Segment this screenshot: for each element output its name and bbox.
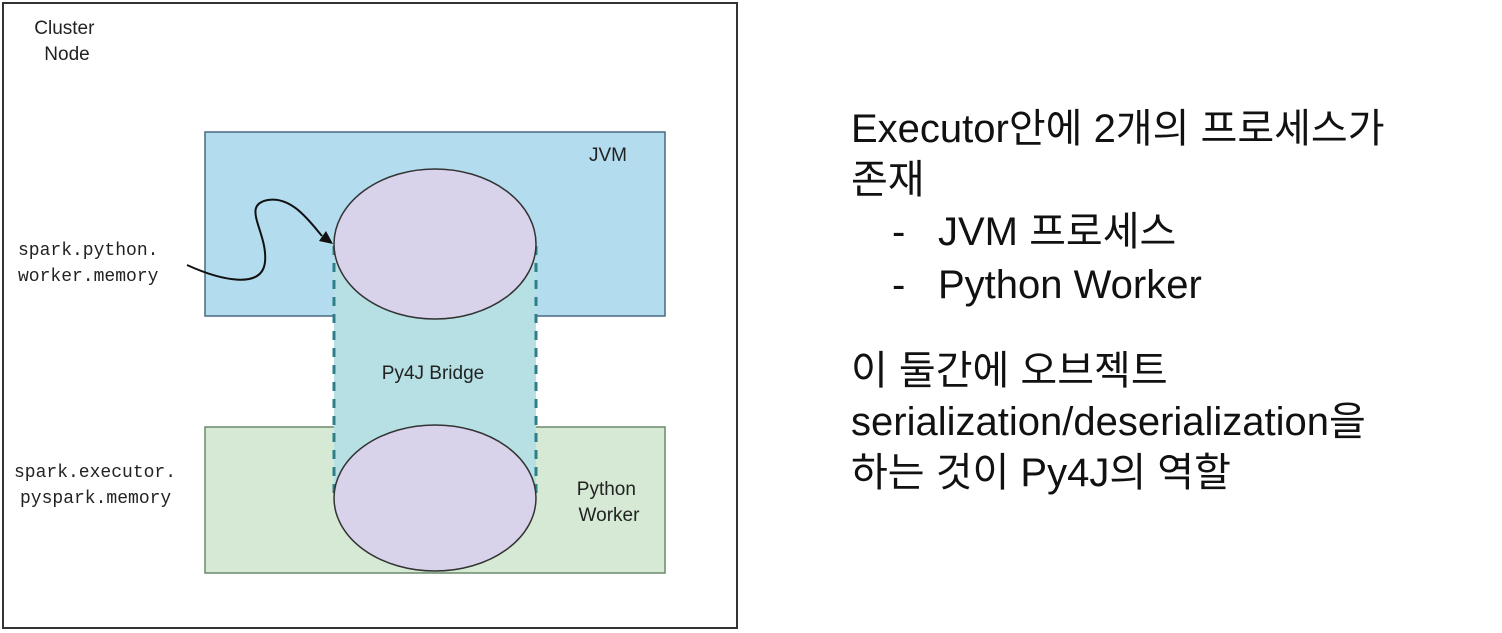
- python-worker-memory-param: spark.python. worker.memory: [18, 241, 169, 287]
- bullet-jvm-process: -JVM 프로세스: [851, 206, 1496, 259]
- python-worker-ellipse: [333, 424, 537, 572]
- py4j-bridge-label: Py4J Bridge: [382, 363, 484, 384]
- note-line-2: 존재: [851, 158, 925, 202]
- cluster-node-label: Cluster Node: [34, 18, 99, 65]
- bullet-marker: -: [892, 210, 906, 254]
- architecture-diagram: Cluster Node JVM Py4J Bridge Python Work…: [2, 2, 738, 629]
- note-line-1: Executor안에 2개의 프로세스가: [851, 107, 1385, 151]
- bullet-text: Python Worker: [938, 263, 1202, 307]
- explanation-text: Executor안에 2개의 프로세스가 존재 -JVM 프로세스 -Pytho…: [851, 104, 1496, 499]
- note-line-3: 이 둘간에 오브젝트: [851, 349, 1168, 393]
- note-line-4: serialization/deserialization을: [851, 400, 1366, 444]
- bullet-marker: -: [892, 263, 906, 307]
- jvm-label: JVM: [589, 145, 627, 166]
- jvm-process-ellipse: [333, 168, 537, 320]
- arrow-head: [319, 231, 333, 244]
- bullet-python-worker: -Python Worker: [851, 259, 1496, 312]
- note-line-5: 하는 것이 Py4J의 역할: [851, 451, 1231, 495]
- bullet-text: JVM 프로세스: [938, 210, 1177, 254]
- memory-param-arrow: [186, 198, 323, 281]
- executor-pyspark-memory-param: spark.executor. pyspark.memory: [14, 463, 187, 509]
- python-worker-label: Python Worker: [577, 479, 641, 526]
